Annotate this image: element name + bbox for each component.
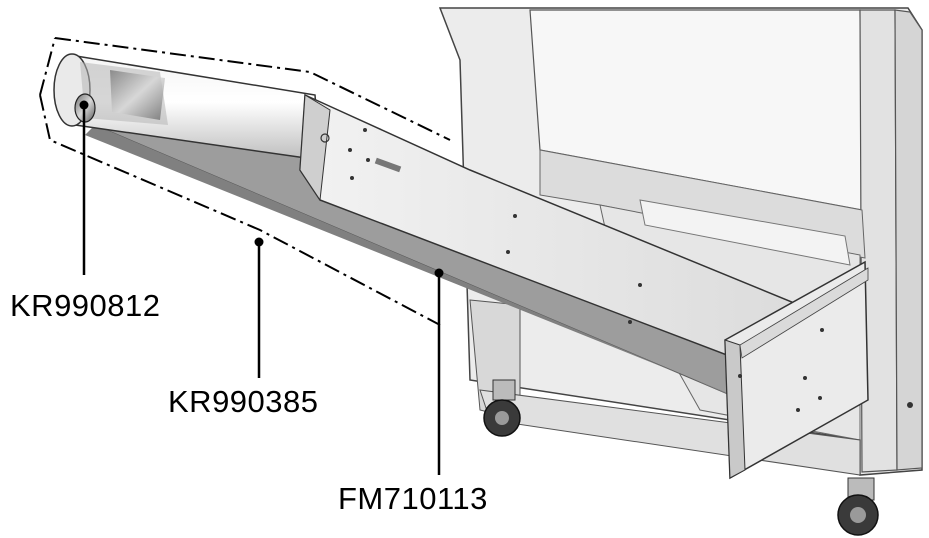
callout-leader-fm710113	[434, 268, 444, 475]
callout-leader-kr990385	[254, 237, 264, 378]
caster-right	[837, 477, 879, 536]
callout-label-kr990812: KR990812	[10, 288, 161, 323]
caster-left	[483, 379, 521, 437]
callout-leader-kr990812	[79, 100, 89, 275]
callout-label-kr990385: KR990385	[168, 384, 319, 419]
callout-label-fm710113: FM710113	[338, 481, 488, 516]
media-roll-outline	[39, 37, 451, 326]
end-bracket-plate	[724, 260, 869, 480]
